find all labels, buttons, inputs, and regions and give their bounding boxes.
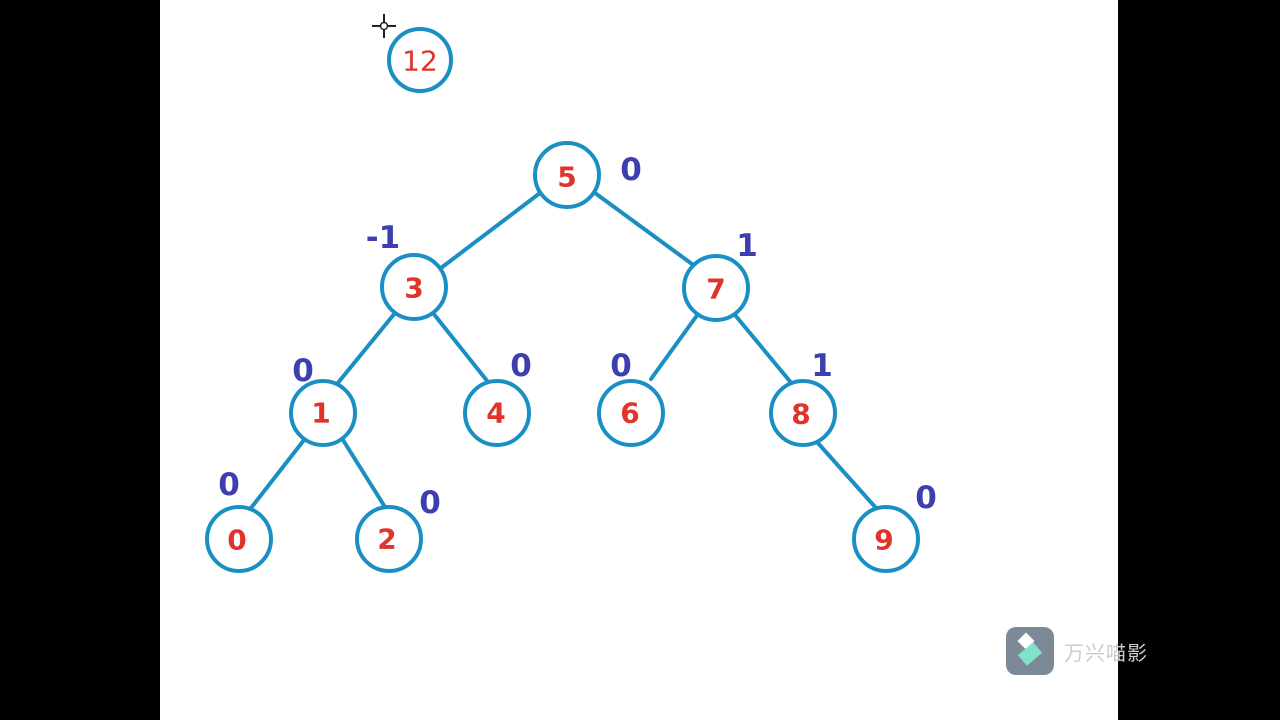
node-5[interactable]: 5 <box>533 141 601 209</box>
watermark: 万兴喵影 <box>1006 627 1148 675</box>
node-value: 5 <box>557 161 576 194</box>
node-0[interactable]: 0 <box>205 505 273 573</box>
node-2[interactable]: 2 <box>355 505 423 573</box>
node-value: 0 <box>227 524 246 557</box>
balance-factor-4: 0 <box>510 348 532 384</box>
node-1[interactable]: 1 <box>289 379 357 447</box>
edge-5-7 <box>593 191 694 266</box>
balance-factor-5: 0 <box>620 152 642 188</box>
balance-factor-1: 0 <box>292 353 314 389</box>
balance-factor-8: 1 <box>811 348 833 384</box>
pending-node-value: 12 <box>402 45 438 78</box>
node-7[interactable]: 7 <box>682 254 750 322</box>
tree-nodes: 5 3 7 1 4 6 8 0 2 9 <box>205 141 920 573</box>
edge-5-3 <box>439 191 542 270</box>
edge-3-4 <box>431 311 490 384</box>
edge-1-0 <box>249 438 306 510</box>
crosshair-move-cursor-icon <box>372 14 396 38</box>
balance-factor-0: 0 <box>218 467 240 503</box>
edge-7-6 <box>649 312 700 381</box>
node-value: 2 <box>377 523 396 556</box>
edge-1-2 <box>341 438 387 509</box>
balance-factors: 0 -1 1 0 0 0 1 0 0 0 <box>218 152 937 521</box>
filmora-logo-icon <box>1006 627 1054 675</box>
node-value: 9 <box>874 524 893 557</box>
edge-7-8 <box>733 313 795 387</box>
node-value: 1 <box>311 397 330 430</box>
node-6[interactable]: 6 <box>597 379 665 447</box>
diagram-canvas <box>160 0 1118 720</box>
balance-factor-9: 0 <box>915 480 937 516</box>
watermark-text: 万兴喵影 <box>1064 640 1148 665</box>
node-4[interactable]: 4 <box>463 379 531 447</box>
node-8[interactable]: 8 <box>769 379 837 447</box>
node-value: 7 <box>706 273 725 306</box>
balance-factor-2: 0 <box>419 485 441 521</box>
edge-3-1 <box>335 311 397 386</box>
node-value: 6 <box>620 397 639 430</box>
pending-node-12[interactable]: 12 <box>387 27 453 93</box>
balance-factor-7: 1 <box>736 228 758 264</box>
balance-factor-6: 0 <box>610 348 632 384</box>
node-9[interactable]: 9 <box>852 505 920 573</box>
node-3[interactable]: 3 <box>380 253 448 321</box>
node-value: 3 <box>404 272 423 305</box>
balance-factor-3: -1 <box>366 220 400 256</box>
node-value: 8 <box>791 398 810 431</box>
node-value: 4 <box>486 397 505 430</box>
edge-8-9 <box>815 440 878 510</box>
tree-edges <box>249 191 878 510</box>
